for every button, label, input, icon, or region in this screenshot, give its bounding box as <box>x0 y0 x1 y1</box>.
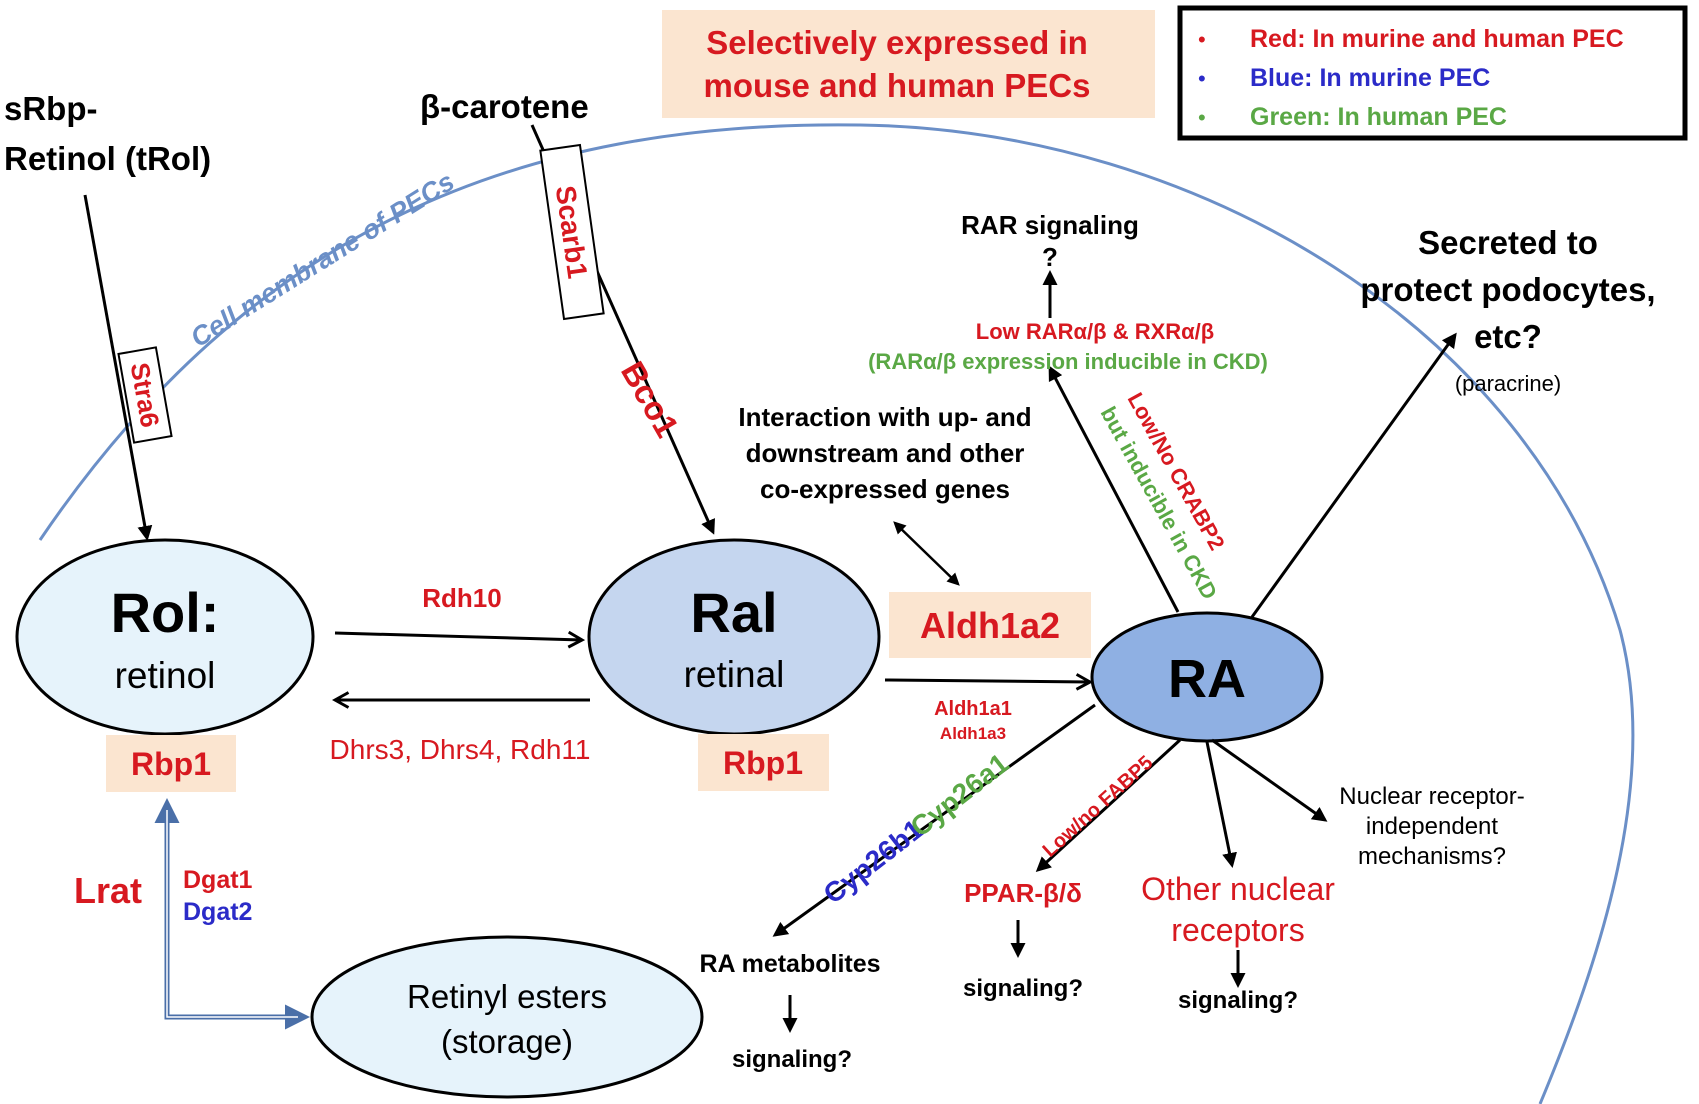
dgat2-label: Dgat2 <box>183 898 252 926</box>
ral-rbp1-label: Rbp1 <box>723 745 803 781</box>
legend: • Red: In murine and human PEC • Blue: I… <box>1177 5 1688 141</box>
banner-background <box>662 10 1155 118</box>
srbp-label-line-2: Retinol (tRol) <box>4 140 211 177</box>
secreted-line-2: protect podocytes, <box>1360 271 1655 308</box>
retinyl-esters-line-2: (storage) <box>441 1023 573 1060</box>
legend-item-blue: Blue: In murine PEC <box>1250 64 1490 92</box>
other-receptors-line-1: Other nuclear <box>1141 871 1335 907</box>
rol-rbp1-background <box>106 735 236 792</box>
rar-low-receptors: Low RARα/β & RXRα/β <box>976 319 1214 344</box>
ra-node <box>1090 611 1324 743</box>
stra6-transporter: Stra6 <box>117 346 173 444</box>
ra-to-secreted-arrow <box>1250 332 1457 618</box>
bco1-label: Bco1 <box>614 355 686 443</box>
interaction-line-1: Interaction with up- and <box>738 402 1031 432</box>
rdh10-label: Rdh10 <box>422 583 501 613</box>
lrat-label: Lrat <box>74 870 142 911</box>
ral-title: Ral <box>690 581 777 644</box>
legend-item-green: Green: In human PEC <box>1250 103 1507 131</box>
ppar-label: PPAR-β/δ <box>964 878 1082 908</box>
cyp26a1-label: Cyp26a1 <box>905 747 1015 842</box>
cell-membrane-label: Cell membrane of PECs <box>185 166 459 353</box>
beta-carotene-label: β-carotene <box>420 88 589 125</box>
secreted-note: (paracrine) <box>1455 371 1561 396</box>
ra-to-ppar-arrow <box>1035 738 1182 873</box>
independent-line-3: mechanisms? <box>1358 843 1506 870</box>
cell-membrane <box>38 123 1635 1104</box>
rol-subtitle: retinol <box>115 655 216 696</box>
secreted-line-3: etc? <box>1474 318 1542 355</box>
banner-line-1: Selectively expressed in <box>706 24 1088 61</box>
retinyl-esters-line-1: Retinyl esters <box>407 978 607 1015</box>
ppar-signaling: signaling? <box>963 975 1083 1002</box>
ra-to-other-receptors-arrow <box>1205 741 1237 868</box>
rol-title: Rol: <box>111 581 220 644</box>
banner-line-2: mouse and human PECs <box>704 67 1091 104</box>
ra-to-metabolites-arrow <box>772 703 1096 937</box>
ral-rbp1-background <box>698 734 829 791</box>
independent-line-1: Nuclear receptor- <box>1339 783 1524 810</box>
rar-signaling-question: ? <box>1042 242 1058 272</box>
ral-subtitle: retinal <box>684 654 785 695</box>
scarb1-transporter: Scarb1 <box>539 143 605 321</box>
rol-rbp1-label: Rbp1 <box>131 746 211 782</box>
rar-inducible-label: (RARα/β expression inducible in CKD) <box>868 349 1268 374</box>
aldh1a2-label: Aldh1a2 <box>920 605 1060 646</box>
rar-signaling-title: RAR signaling <box>961 210 1139 240</box>
ra-title: RA <box>1168 649 1246 709</box>
ra-metabolites-label: RA metabolites <box>699 950 880 978</box>
interaction-double-arrow <box>893 521 960 586</box>
rol-esters-double-arrow-core <box>166 810 298 1018</box>
srbp-to-rol-arrow <box>83 194 153 541</box>
legend-bullet-blue: • <box>1198 66 1206 91</box>
secreted-line-1: Secreted to <box>1418 224 1598 261</box>
interaction-line-2: downstream and other <box>746 438 1025 468</box>
legend-bullet-red: • <box>1198 27 1206 52</box>
dhrs-label: Dhrs3, Dhrs4, Rdh11 <box>330 734 591 765</box>
independent-line-2: independent <box>1366 813 1498 840</box>
legend-bullet-green: • <box>1198 105 1206 130</box>
aldh1a1-label: Aldh1a1 <box>934 698 1012 720</box>
dgat1-label: Dgat1 <box>183 866 253 894</box>
rol-to-ral-arrow <box>334 633 582 640</box>
aldh1a3-label: Aldh1a3 <box>940 724 1006 743</box>
metabolites-signaling: signaling? <box>732 1046 852 1073</box>
other-receptors-line-2: receptors <box>1171 912 1304 948</box>
srbp-label-line-1: sRbp- <box>4 90 98 127</box>
aldh1a2-background <box>889 592 1091 658</box>
ra-to-independent-arrow <box>1211 738 1328 822</box>
legend-item-red: Red: In murine and human PEC <box>1250 25 1624 53</box>
ra-to-rar-arrow <box>1048 365 1180 613</box>
ral-to-ra-arrow <box>884 680 1090 682</box>
interaction-line-3: co-expressed genes <box>760 474 1010 504</box>
legend-box <box>1177 5 1688 141</box>
retinyl-esters-node <box>310 935 704 1099</box>
rol-node <box>15 538 315 736</box>
fabp5-label: Low/no FABP5 <box>1039 752 1158 862</box>
other-receptors-signaling: signaling? <box>1178 987 1298 1014</box>
